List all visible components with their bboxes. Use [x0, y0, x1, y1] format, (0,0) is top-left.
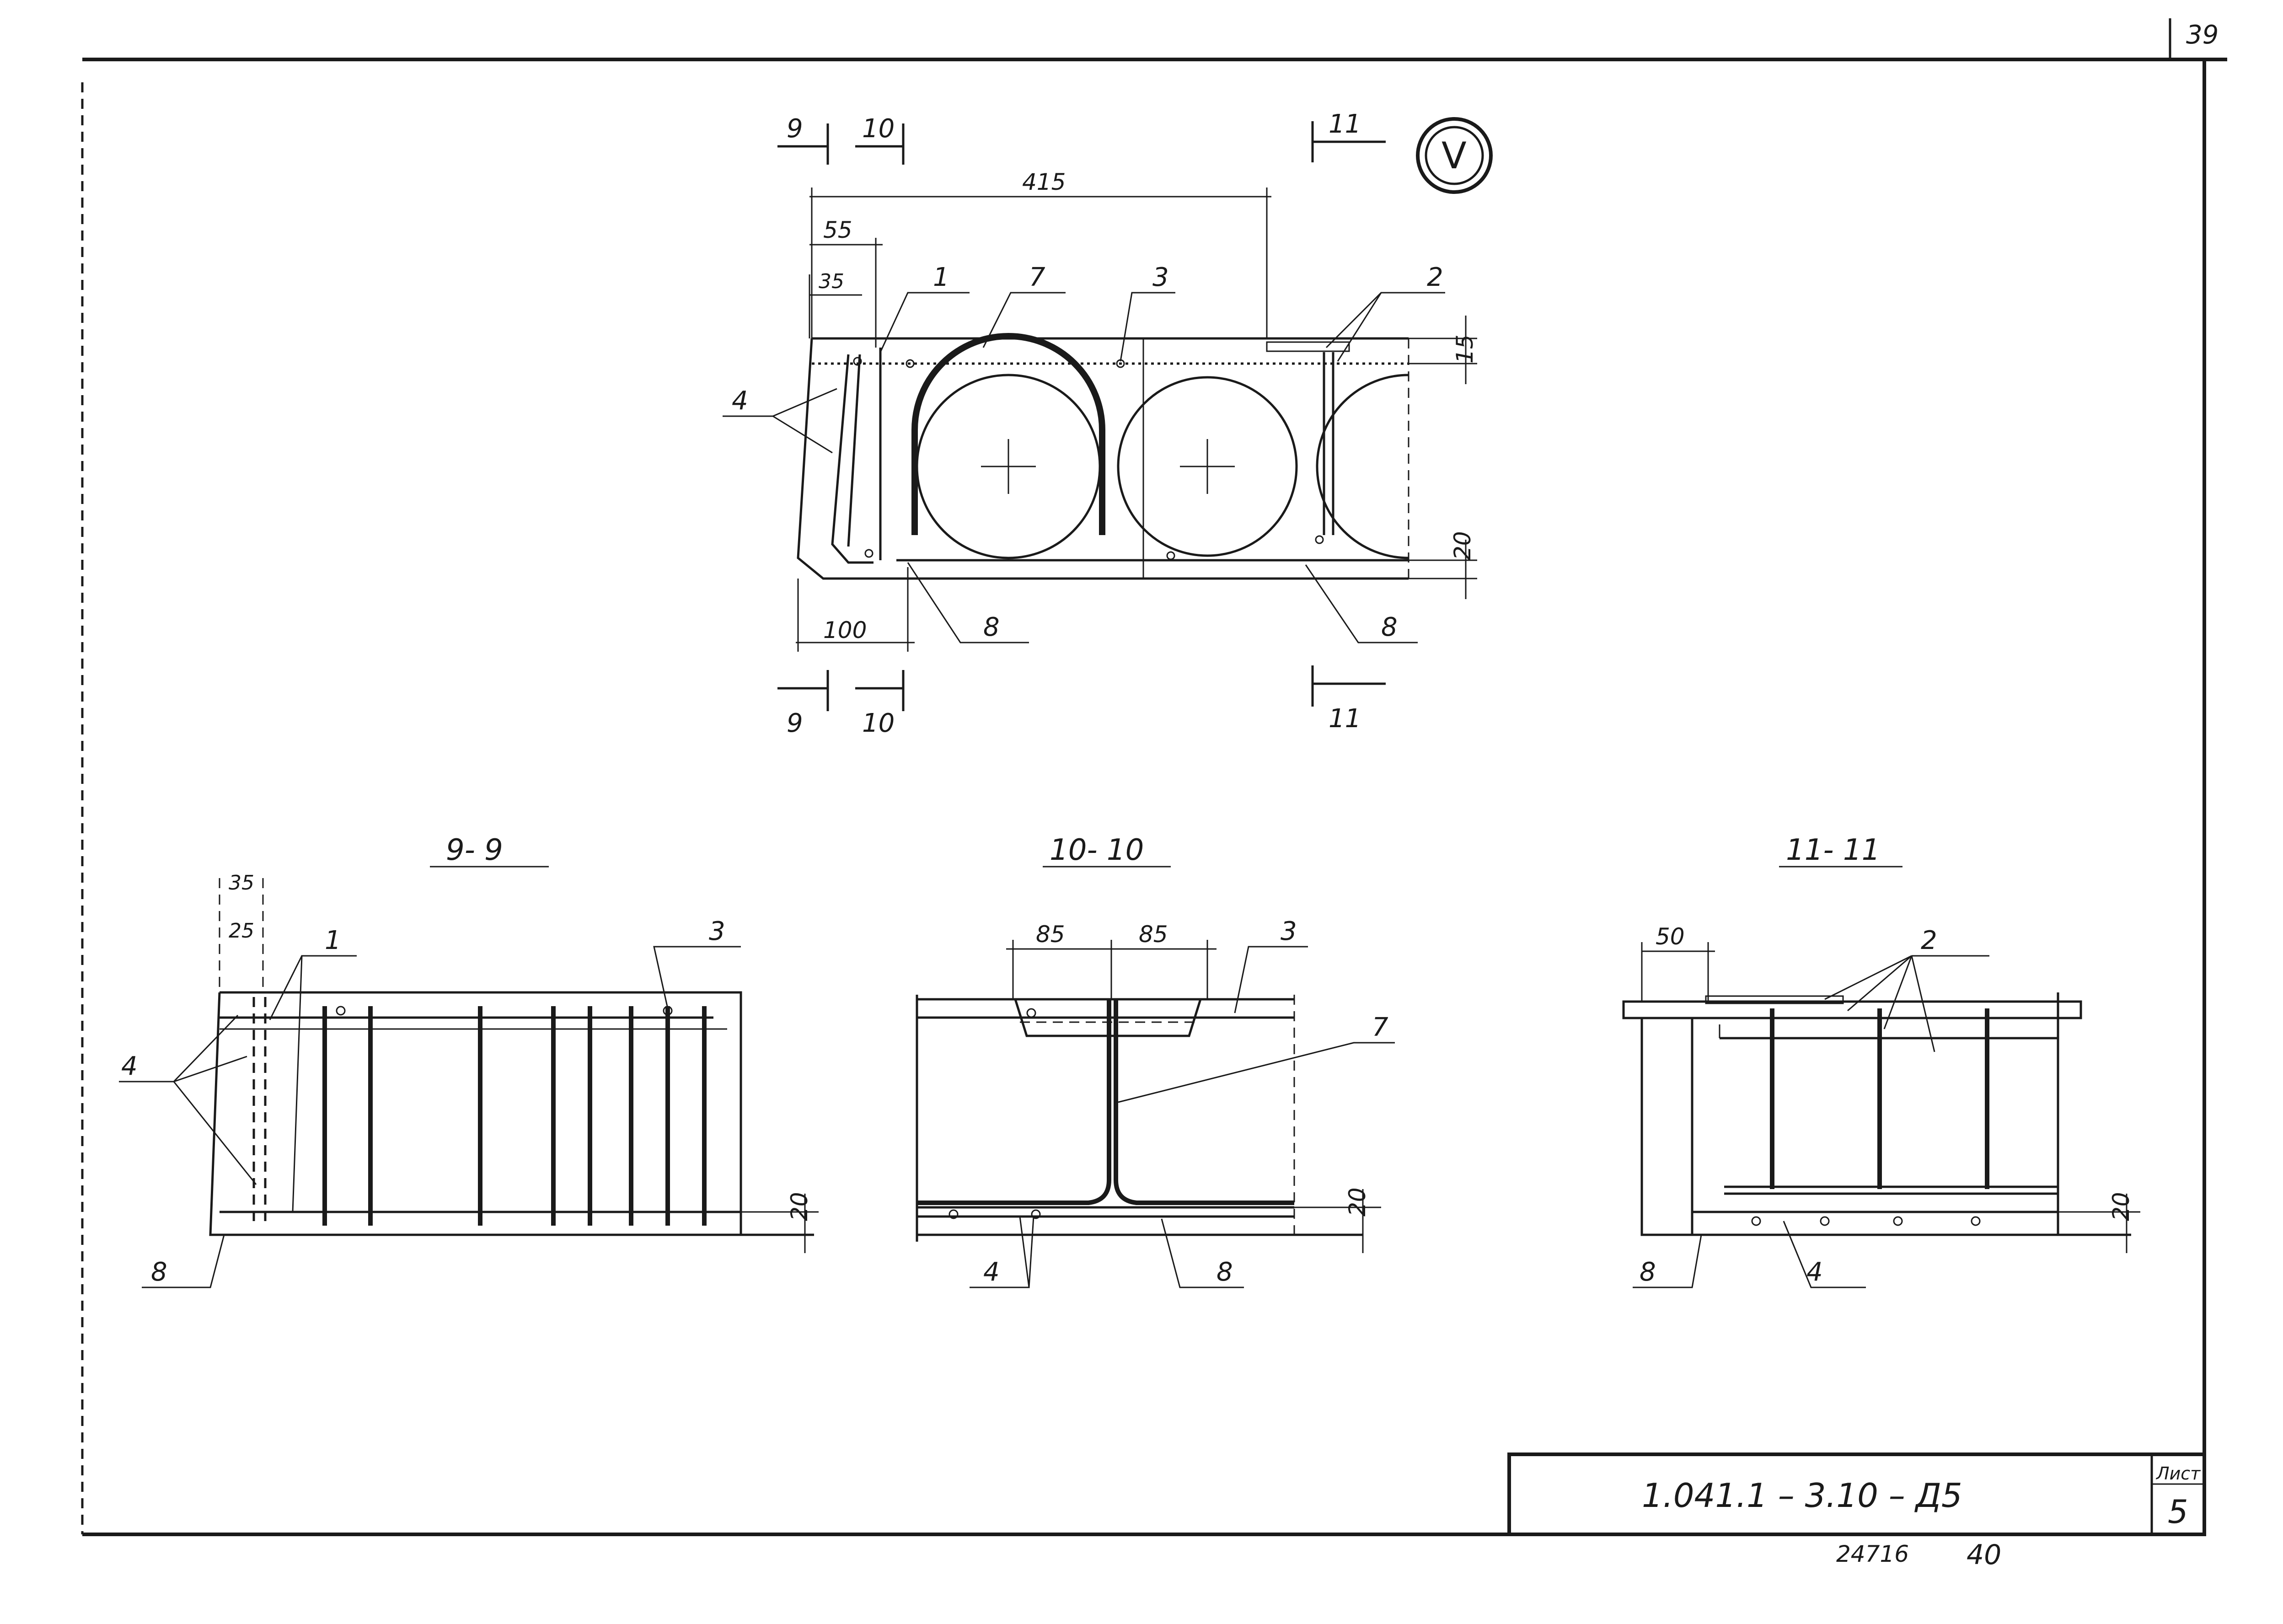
section-9-title: 9- 9 — [446, 833, 503, 867]
section-10-pos-7: 7 — [1372, 1013, 1388, 1042]
document-code: 1.041.1 – 3.10 – Д5 — [1642, 1476, 1962, 1515]
section-11-pos-2: 2 — [1921, 926, 1937, 955]
section-11-pos-8: 8 — [1640, 1257, 1656, 1287]
dim-overall: 415 — [1022, 169, 1066, 195]
section-10-dim-85-right: 85 — [1139, 921, 1168, 948]
section-9-dim-25: 25 — [229, 919, 254, 943]
section-9-dim-20: 20 — [786, 1192, 813, 1221]
cut-11-bottom: 11 — [1329, 704, 1361, 734]
archive-number: 24716 — [1836, 1541, 1909, 1567]
node-v-drawing — [723, 121, 1477, 711]
sheet-number: 5 — [2168, 1493, 2188, 1531]
node-pos-3: 3 — [1152, 263, 1169, 292]
node-pos-8-left: 8 — [983, 612, 1000, 642]
section-11-11-drawing — [1622, 866, 2140, 1288]
dim-35: 35 — [819, 270, 844, 293]
section-9-pos-8: 8 — [151, 1257, 167, 1287]
node-pos-4: 4 — [732, 386, 748, 416]
section-9-dim-35: 35 — [229, 871, 254, 895]
section-11-dim-20: 20 — [2108, 1192, 2134, 1221]
page-number: 39 — [2186, 20, 2219, 50]
cut-10-bottom: 10 — [862, 708, 895, 738]
node-pos-2: 2 — [1427, 263, 1443, 292]
cut-10-top: 10 — [862, 114, 895, 144]
section-10-dim-20: 20 — [1344, 1187, 1371, 1217]
section-10-pos-4: 4 — [983, 1257, 1000, 1287]
dim-55: 55 — [823, 217, 852, 243]
node-pos-8-right: 8 — [1381, 612, 1398, 642]
section-10-pos-8: 8 — [1217, 1257, 1233, 1287]
title-block — [1507, 1452, 2206, 1536]
section-9-pos-4: 4 — [121, 1051, 138, 1081]
node-marker — [1416, 117, 1493, 194]
archive-page: 40 — [1967, 1539, 2001, 1571]
node-marker-label: V — [1442, 134, 1467, 177]
section-9-9-drawing — [119, 866, 819, 1288]
node-pos-7: 7 — [1029, 263, 1045, 292]
section-9-pos-1: 1 — [325, 926, 341, 955]
section-11-dim-50: 50 — [1656, 923, 1685, 950]
sheet-frame — [81, 18, 2227, 1536]
section-10-dim-85-left: 85 — [1036, 921, 1065, 948]
sheet-label: Лист — [2155, 1463, 2201, 1484]
dim-100: 100 — [823, 617, 867, 643]
section-10-title: 10- 10 — [1050, 833, 1144, 867]
dim-20: 20 — [1449, 531, 1476, 560]
section-10-10-drawing — [916, 866, 1395, 1288]
section-11-title: 11- 11 — [1786, 833, 1880, 867]
dim-15: 15 — [1452, 334, 1478, 364]
cut-9-bottom: 9 — [787, 708, 803, 738]
section-9-pos-3: 3 — [709, 917, 725, 946]
cut-11-top: 11 — [1329, 109, 1361, 139]
section-11-pos-4: 4 — [1806, 1257, 1823, 1287]
section-10-pos-3: 3 — [1281, 917, 1297, 946]
node-pos-1: 1 — [933, 263, 949, 292]
cut-9-top: 9 — [787, 114, 803, 144]
